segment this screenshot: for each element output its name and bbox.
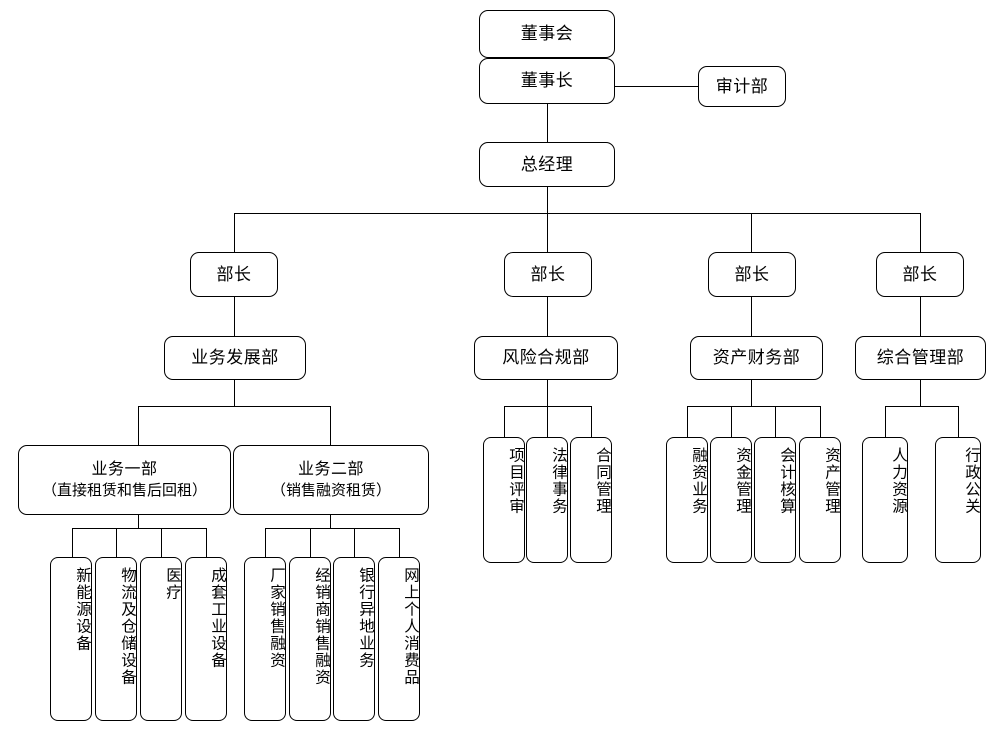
node-department-business-development[interactable]: 业务发展部 [164, 336, 306, 380]
link-leaf-logistics [116, 528, 117, 557]
node-leaf-bank-remote-business[interactable]: 银行异地业务 [333, 557, 375, 721]
link-leaf-asset-mgmt [820, 406, 821, 437]
link-dept-admin-bus [885, 406, 958, 407]
node-audit-department[interactable]: 审计部 [698, 66, 786, 107]
leaf-label: 人力资源 [890, 447, 907, 515]
link-leaf-legal-affairs [547, 406, 548, 437]
business-unit-1-title: 业务一部 [91, 460, 158, 478]
link-main-bus [234, 213, 920, 214]
link-leaf-contract-mgmt [591, 406, 592, 437]
link-leaf-medical [161, 528, 162, 557]
leaf-label: 融资业务 [690, 447, 707, 515]
link-leaf-project-review [504, 406, 505, 437]
node-business-unit-1[interactable]: 业务一部 （直接租赁和售后回租） [18, 445, 231, 515]
node-chairman[interactable]: 董事长 [479, 58, 615, 104]
link-minister3-to-dept-finance [751, 297, 752, 336]
link-bus-to-biz-unit-1 [138, 406, 139, 445]
leaf-label: 资金管理 [734, 447, 751, 515]
leaf-label: 新能源设备 [74, 567, 91, 652]
link-business-units-bus [138, 406, 331, 407]
link-bus-to-minister-4 [920, 213, 921, 252]
link-bus-to-minister-1 [234, 213, 235, 252]
link-dept-admin-drop [920, 380, 921, 406]
leaf-label: 法律事务 [550, 447, 567, 515]
link-bus-to-minister-2 [547, 213, 548, 252]
leaf-label: 合同管理 [594, 447, 611, 515]
link-leaf-financing-business [687, 406, 688, 437]
node-business-unit-2[interactable]: 业务二部 （销售融资租赁） [233, 445, 429, 515]
link-leaf-admin-pr [958, 406, 959, 437]
node-leaf-accounting[interactable]: 会计核算 [754, 437, 796, 563]
link-leaf-new-energy [72, 528, 73, 557]
leaf-label: 成套工业设备 [209, 567, 226, 669]
link-biz-unit-2-bus [265, 528, 399, 529]
node-minister-finance[interactable]: 部长 [708, 252, 796, 297]
node-department-risk-compliance[interactable]: 风险合规部 [474, 336, 618, 380]
link-biz-unit-1-bus [72, 528, 206, 529]
leaf-label: 经销商销售融资 [313, 567, 330, 686]
leaf-label: 银行异地业务 [357, 567, 374, 669]
node-leaf-new-energy-equipment[interactable]: 新能源设备 [50, 557, 92, 721]
link-leaf-online-consumer [399, 528, 400, 557]
link-minister4-to-dept-admin [920, 297, 921, 336]
node-leaf-fund-management[interactable]: 资金管理 [710, 437, 752, 563]
node-minister-business[interactable]: 部长 [190, 252, 278, 297]
node-leaf-online-personal-consumer-goods[interactable]: 网上个人消费品 [378, 557, 420, 721]
leaf-label: 项目评审 [507, 447, 524, 515]
node-leaf-logistics-warehouse-equipment[interactable]: 物流及仓储设备 [95, 557, 137, 721]
business-unit-1-subtitle: （直接租赁和售后回租） [41, 482, 207, 499]
link-minister2-to-dept-risk [547, 297, 548, 336]
node-leaf-industrial-equipment[interactable]: 成套工业设备 [185, 557, 227, 721]
node-department-asset-finance[interactable]: 资产财务部 [690, 336, 823, 380]
node-leaf-manufacturer-sales-financing[interactable]: 厂家销售融资 [244, 557, 286, 721]
link-chairman-to-audit [614, 86, 698, 87]
link-bus-to-biz-unit-2 [330, 406, 331, 445]
node-leaf-financing-business[interactable]: 融资业务 [666, 437, 708, 563]
link-biz-unit-1-drop [138, 515, 139, 528]
node-leaf-administration-pr[interactable]: 行政公关 [935, 437, 981, 563]
link-bus-to-minister-3 [751, 213, 752, 252]
node-minister-risk[interactable]: 部长 [504, 252, 592, 297]
link-dept-risk-drop [547, 380, 548, 406]
node-leaf-asset-management[interactable]: 资产管理 [799, 437, 841, 563]
node-leaf-legal-affairs[interactable]: 法律事务 [526, 437, 568, 563]
business-unit-2-subtitle: （销售融资租赁） [270, 482, 391, 499]
business-unit-2-title: 业务二部 [297, 460, 364, 478]
node-leaf-dealer-sales-financing[interactable]: 经销商销售融资 [289, 557, 331, 721]
link-dept-business-drop [234, 380, 235, 406]
link-minister1-to-dept-business [234, 297, 235, 336]
node-leaf-medical[interactable]: 医疗 [140, 557, 182, 721]
leaf-label: 网上个人消费品 [402, 567, 419, 686]
node-general-manager[interactable]: 总经理 [479, 142, 615, 187]
node-leaf-human-resources[interactable]: 人力资源 [862, 437, 908, 563]
leaf-label: 行政公关 [963, 447, 980, 515]
node-minister-admin[interactable]: 部长 [876, 252, 964, 297]
leaf-label: 厂家销售融资 [268, 567, 285, 669]
leaf-label: 物流及仓储设备 [119, 567, 136, 686]
link-leaf-fund-mgmt [731, 406, 732, 437]
leaf-label: 医疗 [164, 567, 181, 601]
leaf-label: 资产管理 [823, 447, 840, 515]
link-gm-to-bus [547, 187, 548, 213]
link-leaf-manufacturer-finance [265, 528, 266, 557]
node-board[interactable]: 董事会 [479, 10, 615, 58]
link-dept-finance-drop [751, 380, 752, 406]
node-leaf-contract-management[interactable]: 合同管理 [570, 437, 612, 563]
link-leaf-bank-remote [354, 528, 355, 557]
link-leaf-dealer-finance [310, 528, 311, 557]
leaf-label: 会计核算 [778, 447, 795, 515]
link-leaf-accounting [775, 406, 776, 437]
link-dept-finance-bus [687, 406, 820, 407]
link-leaf-industrial [206, 528, 207, 557]
node-leaf-project-review[interactable]: 项目评审 [483, 437, 525, 563]
link-leaf-hr [885, 406, 886, 437]
link-chairman-to-gm [547, 104, 548, 142]
node-department-general-admin[interactable]: 综合管理部 [855, 336, 986, 380]
link-biz-unit-2-drop [330, 515, 331, 528]
